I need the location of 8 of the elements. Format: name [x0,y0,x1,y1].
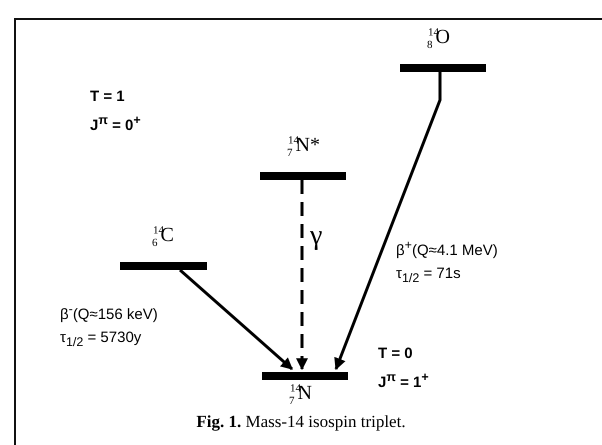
arrow [179,268,293,370]
quantum-number-label: T = 1 [90,88,125,105]
arrow [296,180,308,370]
figure-caption: Fig. 1. Mass-14 isospin triplet. [195,412,407,432]
quantum-number-label: T = 0 [378,345,413,362]
quantum-number-label: J$^{π}$ = 0$^{+}$ [90,113,141,134]
arrow [334,72,442,370]
quantum-number-label: J$^{π}$ = 1$^{+}$ [378,370,429,391]
